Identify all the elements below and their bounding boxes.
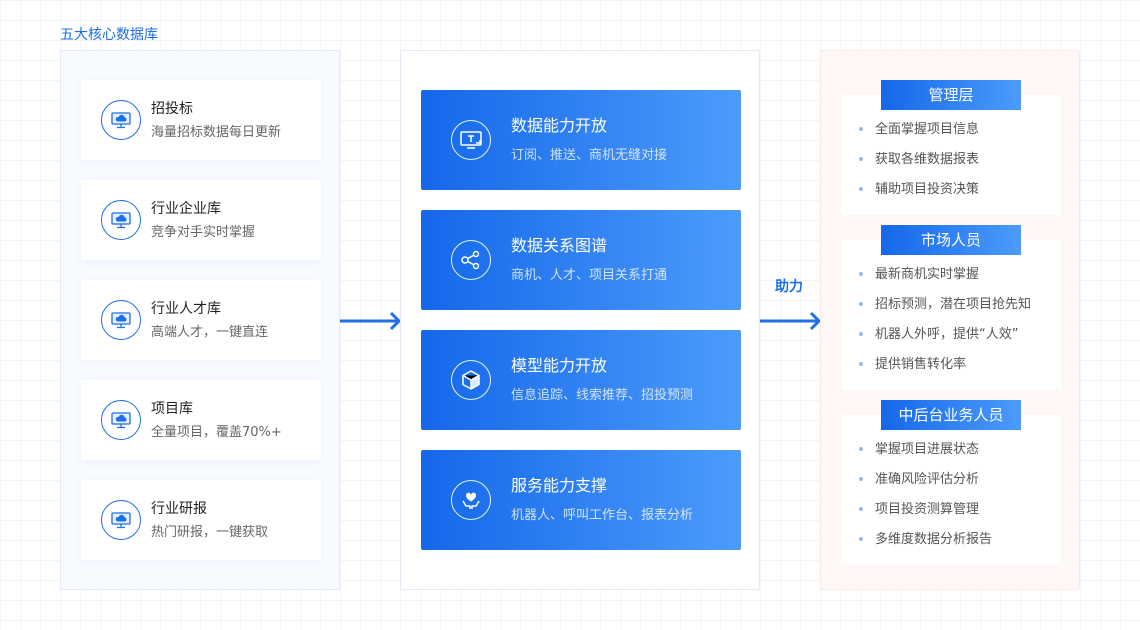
capability-card-relation-graph[interactable]: 数据关系图谱 商机、人才、项目关系打通 [421,210,741,310]
role-list-item: 获取各维数据报表 [859,151,979,169]
role-panel: 管理层 全面掌握项目信息 获取各维数据报表 辅助项目投资决策 市场人员 最新商机… [820,50,1080,590]
database-desc: 海量招标数据每日更新 [151,125,282,140]
role-item-text: 获取各维数据报表 [875,152,980,167]
role-item-text: 提供销售转化率 [875,357,967,372]
database-desc: 全量项目，覆盖70%+ [151,425,282,440]
core-database-title: 五大核心数据库 [60,27,158,43]
cloud-monitor-icon [101,200,141,240]
capability-title: 数据能力开放 [511,116,608,135]
cloud-monitor-icon [101,300,141,340]
role-list-item: 多维度数据分析报告 [859,531,992,549]
cloud-monitor-icon [101,500,141,540]
role-header: 中后台业务人员 [881,400,1021,430]
bullet-dot [859,331,863,336]
database-card-talent[interactable]: 行业人才库 高端人才，一键直连 [81,280,321,360]
role-card-back-office[interactable]: 中后台业务人员 掌握项目进展状态 准确风险评估分析 项目投资测算管理 多维度数据… [841,400,1061,565]
capability-card-service[interactable]: 服务能力支撑 机器人、呼叫工作台、报表分析 [421,450,741,550]
database-desc: 竞争对手实时掌握 [151,225,256,240]
share-graph-icon [451,240,491,280]
capability-panel: 数据能力开放 订阅、推送、商机无缝对接 数据关系图谱 商机、人才、项目关系打通 … [400,50,760,590]
capability-desc: 商机、人才、项目关系打通 [511,268,668,283]
role-card-management[interactable]: 管理层 全面掌握项目信息 获取各维数据报表 辅助项目投资决策 [841,80,1061,215]
bullet-dot [859,361,863,366]
role-item-text: 辅助项目投资决策 [875,182,980,197]
role-item-text: 全面掌握项目信息 [875,122,980,137]
capability-title: 数据关系图谱 [511,236,608,255]
bullet-dot [859,506,863,511]
role-item-text: 机器人外呼，提供“人效” [875,327,1019,342]
arrow-right-icon [760,311,822,331]
role-list-item: 准确风险评估分析 [859,471,979,489]
role-card-marketing[interactable]: 市场人员 最新商机实时掌握 招标预测，潜在项目抢先知 机器人外呼，提供“人效” … [841,225,1061,390]
database-title: 项目库 [151,401,193,417]
database-title: 行业研报 [151,501,207,517]
bullet-dot [859,536,863,541]
bullet-dot [859,301,863,306]
arrow-right-icon [340,311,402,331]
bullet-dot [859,446,863,451]
database-desc: 高端人才，一键直连 [151,325,269,340]
role-header: 市场人员 [881,225,1021,255]
heart-hands-icon [451,480,491,520]
cube-icon [451,360,491,400]
bullet-dot [859,156,863,161]
role-item-text: 招标预测，潜在项目抢先知 [875,297,1032,312]
database-title: 行业人才库 [151,301,221,317]
role-item-text: 掌握项目进展状态 [875,442,980,457]
capability-desc: 信息追踪、线索推荐、招投预测 [511,388,694,403]
role-item-text: 准确风险评估分析 [875,472,980,487]
role-list-item: 全面掌握项目信息 [859,121,979,139]
empower-label: 助力 [775,279,803,295]
bullet-dot [859,271,863,276]
role-list-item: 掌握项目进展状态 [859,441,979,459]
capability-title: 服务能力支撑 [511,476,608,495]
role-item-text: 多维度数据分析报告 [875,532,993,547]
database-card-bidding[interactable]: 招投标 海量招标数据每日更新 [81,80,321,160]
database-desc: 热门研报，一键获取 [151,525,269,540]
database-card-research[interactable]: 行业研报 热门研报，一键获取 [81,480,321,560]
database-card-enterprise[interactable]: 行业企业库 竞争对手实时掌握 [81,180,321,260]
role-item-text: 项目投资测算管理 [875,502,980,517]
bullet-dot [859,476,863,481]
database-title: 招投标 [151,101,193,117]
role-list-item: 招标预测，潜在项目抢先知 [859,296,1031,314]
bullet-dot [859,126,863,131]
capability-desc: 订阅、推送、商机无缝对接 [511,148,668,163]
monitor-open-icon [451,120,491,160]
role-list-item: 项目投资测算管理 [859,501,979,519]
capability-desc: 机器人、呼叫工作台、报表分析 [511,508,694,523]
database-card-project[interactable]: 项目库 全量项目，覆盖70%+ [81,380,321,460]
role-list-item: 辅助项目投资决策 [859,181,979,199]
bullet-dot [859,186,863,191]
role-list-item: 机器人外呼，提供“人效” [859,326,1018,344]
cloud-monitor-icon [101,400,141,440]
database-title: 行业企业库 [151,201,221,217]
role-list-item: 提供销售转化率 [859,356,966,374]
core-database-panel: 招投标 海量招标数据每日更新 行业企业库 竞争对手实时掌握 行业人才库 高端人才… [60,50,340,590]
role-header: 管理层 [881,80,1021,110]
capability-card-data-open[interactable]: 数据能力开放 订阅、推送、商机无缝对接 [421,90,741,190]
cloud-monitor-icon [101,100,141,140]
capability-card-model-open[interactable]: 模型能力开放 信息追踪、线索推荐、招投预测 [421,330,741,430]
role-item-text: 最新商机实时掌握 [875,267,980,282]
capability-title: 模型能力开放 [511,356,608,375]
role-list-item: 最新商机实时掌握 [859,266,979,284]
